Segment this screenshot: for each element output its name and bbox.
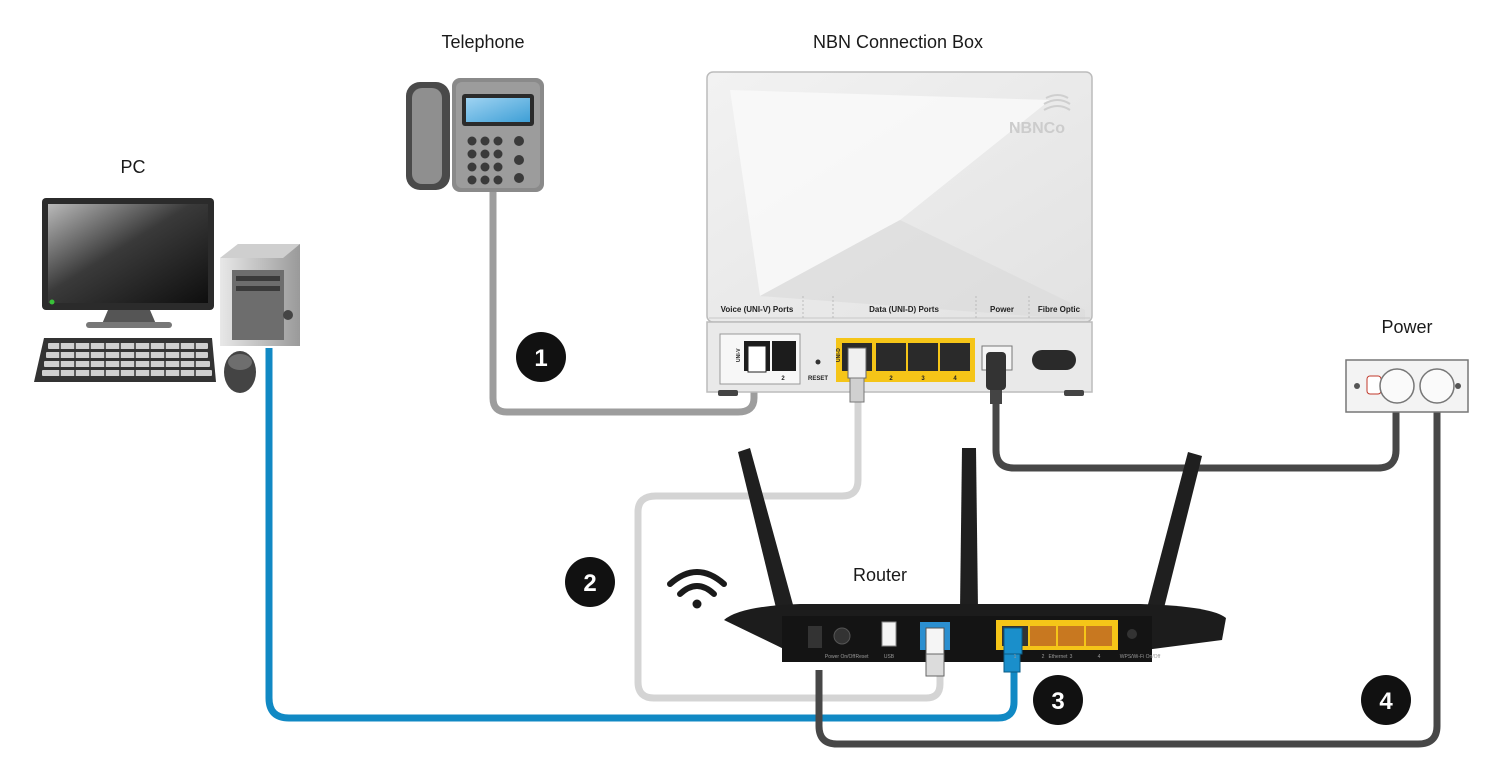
power-outlet: Power — [1345, 317, 1469, 413]
svg-text:3: 3 — [921, 376, 925, 382]
power-label: Power — [1381, 317, 1432, 337]
svg-text:4: 4 — [1098, 654, 1101, 660]
svg-text:4: 4 — [1379, 688, 1393, 715]
router-illustration: Router Power On/Off Reset USB 1 2 Ethern… — [724, 448, 1226, 677]
power-port-label: Power — [990, 305, 1014, 314]
svg-text:WPS/Wi-Fi On/Off: WPS/Wi-Fi On/Off — [1120, 654, 1161, 660]
fibre-optic-label: Fibre Optic — [1038, 305, 1081, 314]
svg-text:3: 3 — [1070, 654, 1073, 660]
pc-label: PC — [120, 157, 145, 177]
svg-text:USB: USB — [884, 654, 895, 660]
data-port-3 — [908, 343, 938, 371]
svg-text:NBNCo: NBNCo — [1009, 120, 1065, 137]
voice-ports-label: Voice (UNI-V) Ports — [721, 305, 794, 314]
step-badge-2: 2 — [565, 557, 615, 607]
svg-text:2: 2 — [1042, 654, 1045, 660]
router-usb-port — [881, 621, 897, 647]
svg-text:1: 1 — [1014, 654, 1017, 660]
voice-port-2 — [772, 341, 796, 371]
fibre-optic-port — [1032, 350, 1076, 370]
data-port-4 — [940, 343, 970, 371]
telephone-label: Telephone — [441, 32, 524, 52]
router-antenna-left — [738, 448, 795, 616]
svg-text:Reset: Reset — [855, 654, 869, 660]
step-badge-3: 3 — [1033, 675, 1083, 725]
outlet-socket-1 — [1379, 368, 1415, 404]
svg-text:2: 2 — [781, 376, 785, 382]
svg-text:4: 4 — [953, 376, 957, 382]
step-badge-4: 4 — [1361, 675, 1411, 725]
router-power-port — [808, 626, 822, 648]
svg-text:UNI-D: UNI-D — [836, 348, 842, 362]
cable-telephone — [489, 192, 758, 416]
router-antenna-right — [1146, 452, 1202, 616]
wifi-icon — [667, 569, 727, 609]
svg-text:Power On/Off: Power On/Off — [825, 654, 856, 660]
svg-text:3: 3 — [1051, 688, 1064, 715]
router-power-button — [833, 627, 851, 645]
svg-text:Ethernet: Ethernet — [1049, 654, 1069, 660]
data-ports-label: Data (UNI-D) Ports — [869, 305, 939, 314]
telephone-illustration: Telephone — [406, 32, 544, 192]
router-label: Router — [853, 565, 907, 585]
svg-text:2: 2 — [583, 570, 596, 597]
cable-power-router — [815, 395, 1441, 748]
svg-text:1: 1 — [534, 345, 547, 372]
monitor-screen — [48, 204, 208, 303]
data-port-2 — [876, 343, 906, 371]
nbn-reset-button — [815, 359, 821, 365]
pc-illustration: PC — [34, 157, 300, 393]
cable-pc — [265, 348, 1018, 722]
nbn-reset-label: RESET — [808, 376, 828, 382]
phone-keypad — [467, 136, 524, 185]
phone-display — [466, 98, 530, 122]
outlet-socket-2 — [1419, 368, 1455, 404]
outlet-switch — [1366, 375, 1382, 395]
svg-text:2: 2 — [889, 376, 893, 382]
nbn-logo: NBNCo — [1009, 94, 1071, 137]
nbn-box-label: NBN Connection Box — [813, 32, 983, 52]
step-badge-1: 1 — [516, 332, 566, 382]
cable-data-nbn-router — [634, 400, 944, 702]
svg-text:UNI-V: UNI-V — [736, 348, 742, 362]
router-antenna-center — [960, 448, 978, 610]
nbn-connection-box: NBN Connection Box NBNCo Voice (UNI-V) P… — [706, 32, 1093, 404]
